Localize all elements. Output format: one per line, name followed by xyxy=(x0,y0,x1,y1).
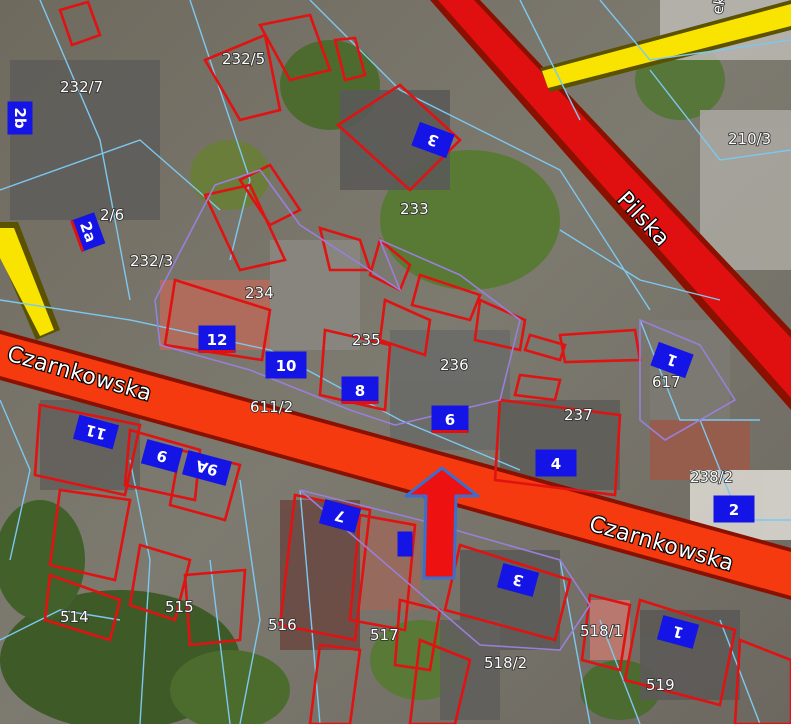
svg-text:11: 11 xyxy=(84,421,109,444)
svg-text:1: 1 xyxy=(671,622,686,642)
building-outlines-secondary xyxy=(154,169,737,651)
svg-text:9A: 9A xyxy=(194,456,220,479)
house-number-box: 11 xyxy=(72,414,120,450)
house-number-box: 12 xyxy=(198,325,236,353)
house-number-box: 3 xyxy=(411,121,455,159)
street-label-fragment: ek xyxy=(708,0,729,16)
house-number-box: 7 xyxy=(318,499,362,533)
house-number-box: 9A xyxy=(182,450,232,486)
svg-text:2a: 2a xyxy=(76,219,100,244)
svg-text:10: 10 xyxy=(276,357,297,375)
house-numbers: 2b 2a 3 12 10 8 6 xyxy=(7,101,755,649)
parcel-label: 238/2 xyxy=(690,468,733,486)
parcel-label: 516 xyxy=(268,616,297,634)
svg-text:2: 2 xyxy=(729,501,739,519)
house-number-box: 9 xyxy=(140,439,184,473)
svg-text:12: 12 xyxy=(207,331,228,349)
parcel-label: 515 xyxy=(165,598,194,616)
parcel-label: 236 xyxy=(440,356,469,374)
parcel-label: 210/3 xyxy=(728,130,771,148)
parcel-label: 519 xyxy=(646,676,675,694)
house-number-box: 10 xyxy=(265,351,307,379)
house-number-box: 2 xyxy=(713,495,755,523)
building-outlines xyxy=(33,0,791,724)
house-number-box: 2a xyxy=(70,212,106,252)
parcel-label: 232/5 xyxy=(222,50,265,68)
parcel-label: 235 xyxy=(352,331,381,349)
arrow-up-icon xyxy=(404,466,480,580)
house-number-box: 2b xyxy=(7,101,33,135)
house-number-box: 6 xyxy=(431,405,469,433)
parcel-label: 237 xyxy=(564,406,593,424)
czarnkowska-road xyxy=(0,330,791,600)
parcel-labels: 232/7 232/5 233 232/3 234 235 236 237 23… xyxy=(59,49,772,695)
parcel-label: 617 xyxy=(652,373,681,391)
house-number-box: 8 xyxy=(341,376,379,404)
side-roads xyxy=(0,0,791,340)
parcel-label: 518/1 xyxy=(580,622,623,640)
svg-text:3: 3 xyxy=(511,570,526,590)
svg-text:9: 9 xyxy=(155,446,170,466)
parcel-label: 234 xyxy=(245,284,274,302)
svg-text:4: 4 xyxy=(551,455,561,473)
house-number-box: 4 xyxy=(535,449,577,477)
svg-text:8: 8 xyxy=(355,382,365,400)
pilska-road xyxy=(430,0,791,410)
house-number-box: 3 xyxy=(496,563,540,597)
parcel-label: 517 xyxy=(370,626,399,644)
house-number-box: 1 xyxy=(650,341,694,379)
svg-text:2b: 2b xyxy=(11,107,29,128)
svg-text:6: 6 xyxy=(445,411,455,429)
svg-text:7: 7 xyxy=(333,506,348,526)
parcel-label: 232/7 xyxy=(60,78,103,96)
parcel-label: 518/2 xyxy=(484,654,527,672)
parcel-label: 2/6 xyxy=(100,206,124,224)
parcel-label: 514 xyxy=(60,608,89,626)
parcel-label: 232/3 xyxy=(130,252,173,270)
parcel-label: 233 xyxy=(400,200,429,218)
house-number-box-fragment xyxy=(397,531,413,557)
parcel-label: 611/2 xyxy=(250,398,293,416)
house-number-box: 1 xyxy=(656,615,700,649)
